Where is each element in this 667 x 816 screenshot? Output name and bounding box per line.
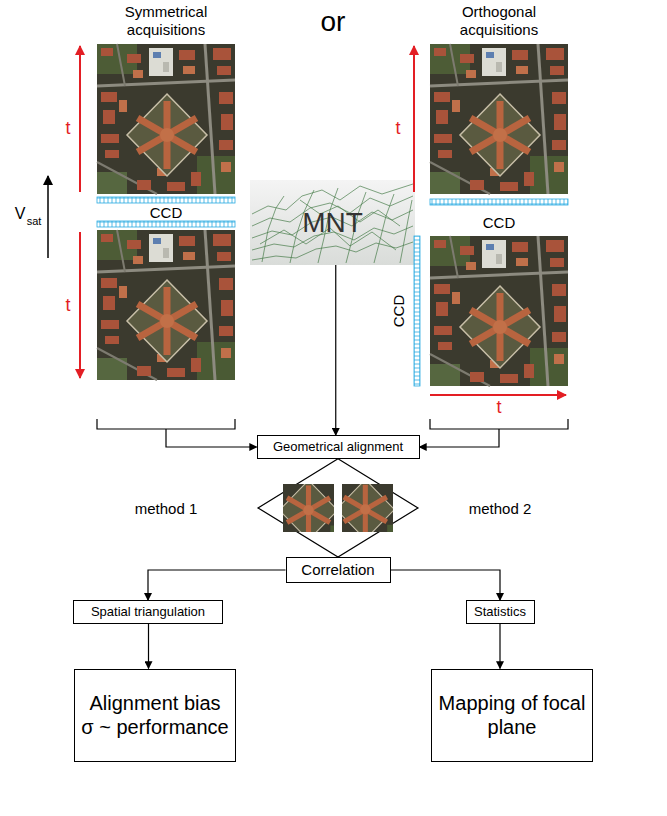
flow-connector (148, 570, 286, 600)
velocity-arrow (47, 176, 49, 258)
node-text: Spatial triangulation (91, 604, 205, 620)
connector-word: or (321, 8, 346, 36)
flow-connector (258, 459, 418, 557)
time-arrow (79, 46, 81, 192)
node-text: Statistics (474, 604, 526, 620)
velocity-subscript: sat (27, 216, 42, 227)
node-text: Geometrical alignment (273, 439, 403, 455)
node-text: Alignment bias σ ~ performance (81, 691, 229, 739)
sensor-label: CCD (150, 205, 183, 220)
aerial-image (430, 44, 568, 194)
flow-connector (335, 265, 336, 435)
sensor-label: CCD (483, 215, 516, 230)
process-box: Geometrical alignment (257, 435, 420, 459)
aerial-image (97, 230, 235, 380)
time-arrow (430, 394, 566, 396)
process-box: Correlation (286, 557, 391, 583)
flow-connector (499, 624, 500, 669)
method-label: method 2 (469, 501, 532, 516)
ccd-bar (97, 197, 235, 203)
time-label: t (65, 296, 70, 314)
node-text: MNT (302, 206, 363, 240)
node-text: Mapping of focal plane (438, 691, 586, 739)
time-label: t (395, 119, 400, 137)
node-text: Symmetrical acquisitions (96, 3, 236, 39)
process-box: Spatial triangulation (73, 600, 223, 624)
result-box: Mapping of focal plane (431, 669, 593, 762)
flow-connector (391, 570, 501, 600)
method-label: method 1 (135, 501, 198, 516)
time-arrow (413, 46, 415, 192)
flow-connector (148, 624, 149, 669)
time-label: t (496, 398, 501, 416)
bracket (430, 419, 568, 429)
ccd-bar (414, 236, 420, 386)
aerial-image (430, 236, 568, 386)
result-box: Alignment bias σ ~ performance (74, 669, 236, 762)
ccd-bar (97, 221, 235, 227)
ccd-bar (430, 199, 568, 205)
flow-connector (420, 429, 500, 447)
aligned-image-crop (314, 443, 415, 552)
node-text: Correlation (301, 561, 374, 579)
terrain-model-box: MNT (250, 180, 415, 265)
sensor-label: CCD (391, 295, 406, 328)
aerial-image (97, 44, 235, 194)
time-arrow (79, 232, 81, 378)
node-text: Orthogonal acquisitions (429, 3, 569, 39)
bracket (97, 419, 235, 429)
process-box: Statistics (466, 600, 535, 624)
time-label: t (65, 119, 70, 137)
terrain-model-image (250, 180, 415, 265)
velocity-label: V (15, 206, 26, 222)
flow-connector (166, 429, 257, 447)
